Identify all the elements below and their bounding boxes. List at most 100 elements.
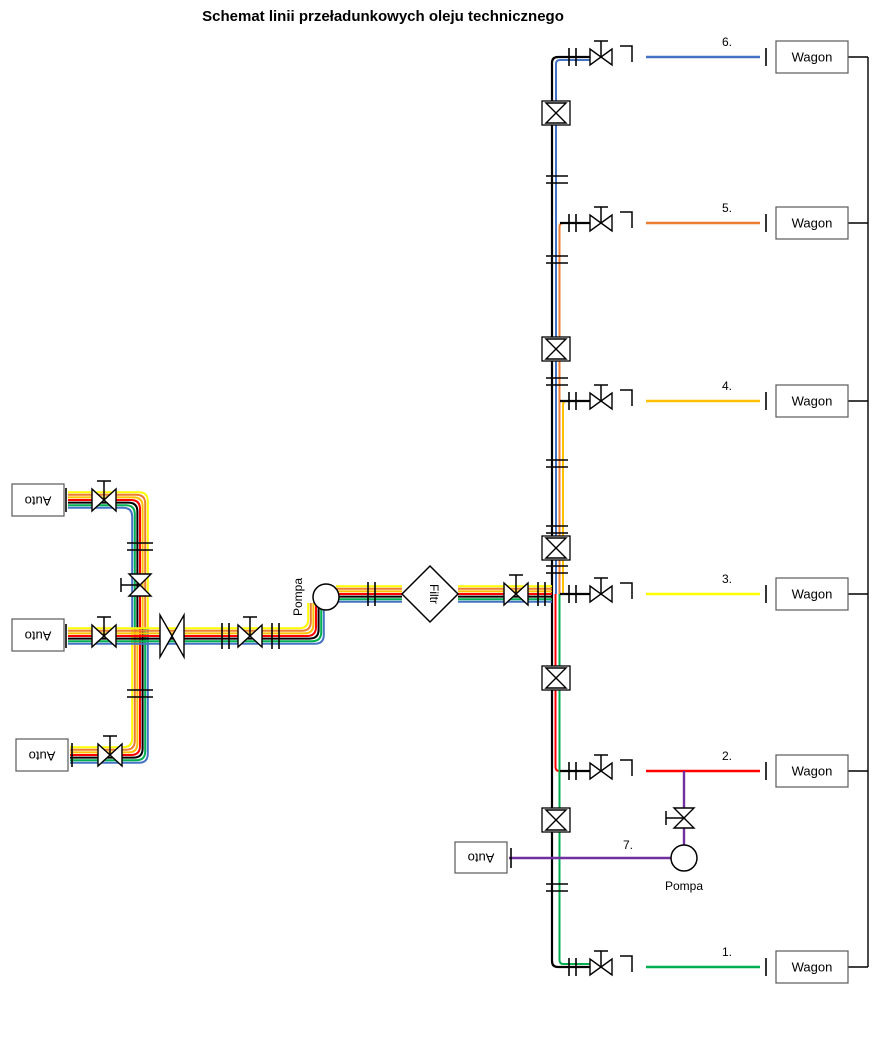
valve-icon bbox=[91, 623, 106, 649]
filter-label: Filtr bbox=[427, 584, 441, 604]
valve-icon bbox=[599, 761, 613, 781]
valve-icon bbox=[544, 667, 568, 679]
pipe-line6 bbox=[555, 59, 590, 594]
auto-label: Auto bbox=[29, 749, 56, 764]
wagon-group: Wagon 6. bbox=[722, 35, 849, 74]
valve-icon bbox=[544, 537, 568, 549]
pipe-bundle bbox=[70, 628, 149, 764]
valve-icon bbox=[599, 213, 613, 233]
auto-group: Auto bbox=[11, 618, 65, 652]
valve-icon bbox=[599, 391, 613, 411]
valve-icon bbox=[127, 584, 153, 597]
valve-icon bbox=[599, 957, 613, 977]
valve-icon bbox=[544, 809, 568, 821]
pipe-bundle bbox=[70, 628, 136, 751]
valve-icon bbox=[237, 623, 252, 649]
pipe-bundle bbox=[68, 603, 315, 635]
valve-icon bbox=[589, 213, 603, 233]
pipe-bundle bbox=[68, 603, 325, 645]
wagon-box bbox=[775, 206, 849, 240]
auto-group: Auto bbox=[454, 841, 508, 874]
auto-group: Auto bbox=[11, 483, 65, 517]
valve-icon bbox=[544, 112, 568, 124]
valve-icon bbox=[589, 957, 603, 977]
coupling-bracket bbox=[620, 211, 633, 228]
wagon-number: 4. bbox=[722, 379, 732, 393]
valve-icon bbox=[108, 742, 123, 768]
pump-icon bbox=[312, 583, 340, 611]
valve-icon bbox=[91, 487, 106, 513]
auto-label: Auto bbox=[25, 629, 52, 644]
wagon-group: Wagon 5. bbox=[722, 201, 849, 240]
wagon-box bbox=[775, 754, 849, 788]
valve-icon bbox=[544, 338, 568, 350]
pump-icon bbox=[670, 844, 698, 872]
valve-icon bbox=[589, 47, 603, 67]
valve-icon bbox=[544, 102, 568, 114]
wagon-box bbox=[775, 950, 849, 984]
pipe-bundle bbox=[68, 506, 134, 645]
diagram-title: Schemat linii przeładunkowych oleju tech… bbox=[202, 8, 564, 25]
wagon-box bbox=[775, 577, 849, 611]
pipe-bundle bbox=[68, 491, 149, 645]
coupling-bracket bbox=[620, 759, 633, 776]
pipe-bundle bbox=[70, 628, 139, 754]
valve-icon bbox=[102, 623, 117, 649]
valve-icon bbox=[599, 584, 613, 604]
pipe-main bbox=[550, 55, 590, 969]
valve-icon bbox=[159, 612, 173, 660]
coupling-bracket bbox=[620, 45, 633, 62]
pipe-bundle bbox=[68, 603, 317, 637]
pipe-bundle bbox=[70, 628, 141, 756]
pipe-bundle bbox=[68, 493, 147, 645]
valve-icon bbox=[127, 573, 153, 586]
pump-label: Pompa bbox=[665, 879, 703, 893]
wagon-label: Wagon bbox=[792, 960, 833, 975]
wagon-group: Wagon 2. bbox=[722, 749, 849, 788]
valve-icon bbox=[171, 612, 185, 660]
wagon-box bbox=[775, 384, 849, 418]
valve-icon bbox=[672, 807, 696, 819]
wagon-label: Wagon bbox=[792, 394, 833, 409]
wagon-label: Wagon bbox=[792, 50, 833, 65]
wagon-number: 1. bbox=[722, 945, 732, 959]
coupling-bracket bbox=[620, 389, 633, 406]
pipe-bundle bbox=[68, 504, 136, 645]
valve-icon bbox=[248, 623, 263, 649]
piping-network bbox=[65, 40, 869, 977]
wagon-label: Wagon bbox=[792, 764, 833, 779]
pipe-bundle bbox=[70, 628, 134, 749]
pipe-bundle bbox=[68, 603, 323, 643]
auto-label: Auto bbox=[468, 851, 495, 866]
valve-icon bbox=[503, 581, 518, 607]
valve-icon bbox=[514, 581, 529, 607]
filter-icon bbox=[400, 564, 460, 624]
overlay-layer: Schemat linii przeładunkowych oleju tech… bbox=[11, 8, 849, 984]
auto-group: Auto bbox=[15, 738, 69, 772]
coupling-bracket bbox=[620, 955, 633, 972]
pipe-bundle bbox=[68, 501, 139, 645]
wagon-number: 5. bbox=[722, 201, 732, 215]
valve-icon bbox=[672, 817, 696, 829]
wagon-group: Wagon 1. bbox=[722, 945, 849, 984]
pipe-line4 bbox=[562, 400, 571, 594]
valve-icon bbox=[97, 742, 112, 768]
wagon-label: Wagon bbox=[792, 587, 833, 602]
wagon-number: 2. bbox=[722, 749, 732, 763]
valve-icon bbox=[544, 677, 568, 689]
valve-icon bbox=[544, 348, 568, 360]
auto-box bbox=[11, 483, 65, 517]
pipe-bundle bbox=[70, 628, 144, 759]
valve-icon bbox=[589, 761, 603, 781]
auto-box bbox=[11, 618, 65, 652]
wagon-label: Wagon bbox=[792, 216, 833, 231]
auto-label: Auto bbox=[25, 494, 52, 509]
auto-box bbox=[15, 738, 69, 772]
wagon-group: Wagon 4. bbox=[722, 379, 849, 418]
line7-number: 7. bbox=[623, 838, 633, 852]
valve-icon bbox=[589, 391, 603, 411]
wagon-box bbox=[775, 40, 849, 74]
wagon-number: 3. bbox=[722, 572, 732, 586]
